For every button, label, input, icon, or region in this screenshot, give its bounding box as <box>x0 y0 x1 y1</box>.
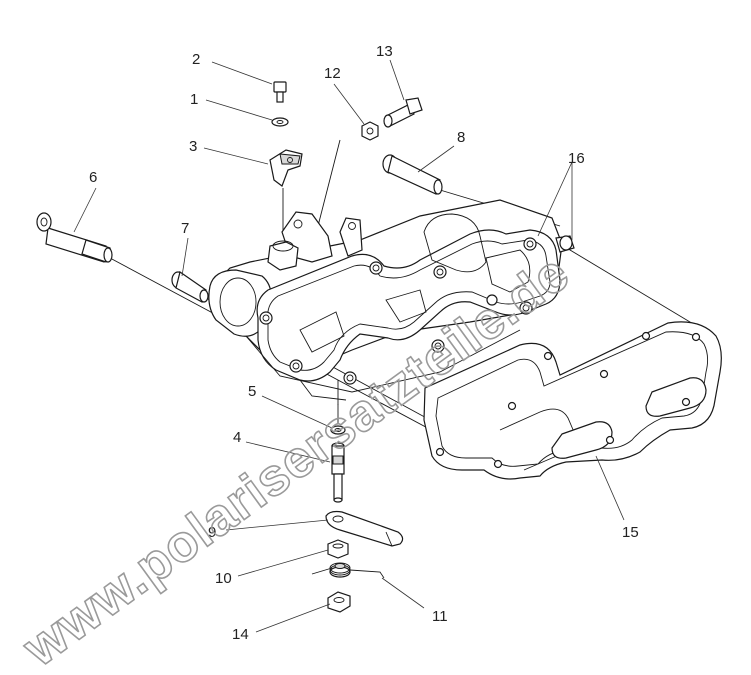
nut-14 <box>327 591 351 613</box>
callout-16: 16 <box>568 150 585 167</box>
spring-11 <box>311 562 385 579</box>
nut-12 <box>361 121 379 141</box>
manifold-body <box>208 199 563 401</box>
callout-3: 3 <box>189 138 197 155</box>
callout-14: 14 <box>232 626 249 643</box>
callout-6: 6 <box>89 169 97 186</box>
callout-15: 15 <box>622 524 639 541</box>
nut-10 <box>327 539 349 559</box>
callout-8: 8 <box>457 129 465 146</box>
callout-11: 11 <box>432 608 448 625</box>
callout-10: 10 <box>215 570 232 587</box>
callout-5: 5 <box>248 383 256 400</box>
bolt-13 <box>383 97 423 128</box>
callout-7: 7 <box>181 220 189 237</box>
shaft-4 <box>331 442 345 503</box>
callout-labels: 2 1 3 6 7 12 13 8 16 5 4 9 10 11 14 15 <box>89 43 639 643</box>
callout-9: 9 <box>208 524 216 541</box>
callout-1: 1 <box>190 91 198 108</box>
bolt-8 <box>382 154 443 195</box>
clip-3 <box>269 149 303 187</box>
manifold-stud-16 <box>555 235 575 253</box>
lever-9 <box>325 510 404 547</box>
callout-12: 12 <box>324 65 341 82</box>
valve-bracket <box>267 211 363 271</box>
leader-lines <box>73 59 625 633</box>
exhaust-gasket <box>423 321 722 480</box>
washer-5 <box>330 425 346 435</box>
washer-1 <box>271 117 289 127</box>
bolt-7 <box>171 271 209 303</box>
callout-13: 13 <box>376 43 393 60</box>
callout-2: 2 <box>192 51 200 68</box>
screw-2 <box>273 81 287 103</box>
callout-4: 4 <box>233 429 241 446</box>
bolt-6 <box>36 212 113 263</box>
